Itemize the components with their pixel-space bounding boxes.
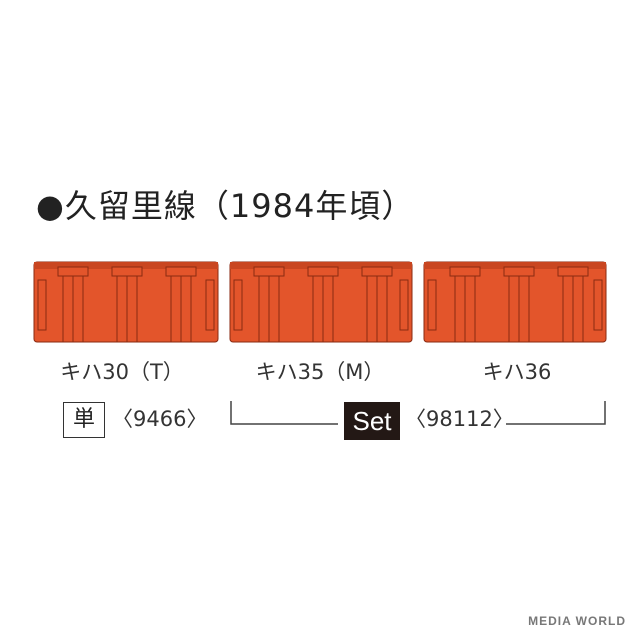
car-label-kiha30: キハ30（T） xyxy=(60,360,184,384)
car-door xyxy=(170,275,192,343)
door-header xyxy=(307,266,339,277)
car-door xyxy=(62,275,84,343)
car-roof xyxy=(34,262,218,269)
door-header xyxy=(557,266,589,277)
car-roof xyxy=(424,262,606,269)
car-door xyxy=(562,275,584,343)
car-kiha30 xyxy=(33,261,219,343)
single-product-code: 〈9466〉 xyxy=(112,407,208,431)
door-header xyxy=(253,266,285,277)
end-window-right xyxy=(205,279,215,331)
door-header xyxy=(111,266,143,277)
car-body xyxy=(229,261,413,343)
car-door xyxy=(312,275,334,343)
set-badge: Set xyxy=(344,402,400,440)
end-window-right xyxy=(399,279,409,331)
car-label-kiha35: キハ35（M） xyxy=(255,360,385,384)
end-window-left xyxy=(427,279,437,331)
car-door xyxy=(508,275,530,343)
car-door xyxy=(258,275,280,343)
door-header xyxy=(165,266,197,277)
car-body xyxy=(423,261,607,343)
car-label-kiha36: キハ36 xyxy=(482,360,552,384)
car-door xyxy=(116,275,138,343)
door-header xyxy=(449,266,481,277)
door-header xyxy=(361,266,393,277)
car-door xyxy=(366,275,388,343)
single-badge: 単 xyxy=(63,402,105,438)
car-door xyxy=(454,275,476,343)
door-header xyxy=(57,266,89,277)
title: ●久留里線（1984年頃） xyxy=(36,187,415,225)
end-window-right xyxy=(593,279,603,331)
watermark-logo: MEDIA WORLD xyxy=(528,614,626,628)
door-header xyxy=(503,266,535,277)
end-window-left xyxy=(233,279,243,331)
end-window-left xyxy=(37,279,47,331)
car-body xyxy=(33,261,219,343)
set-product-code: 〈98112〉 xyxy=(405,407,514,431)
car-roof xyxy=(230,262,412,269)
car-kiha35 xyxy=(229,261,413,343)
car-kiha36 xyxy=(423,261,607,343)
